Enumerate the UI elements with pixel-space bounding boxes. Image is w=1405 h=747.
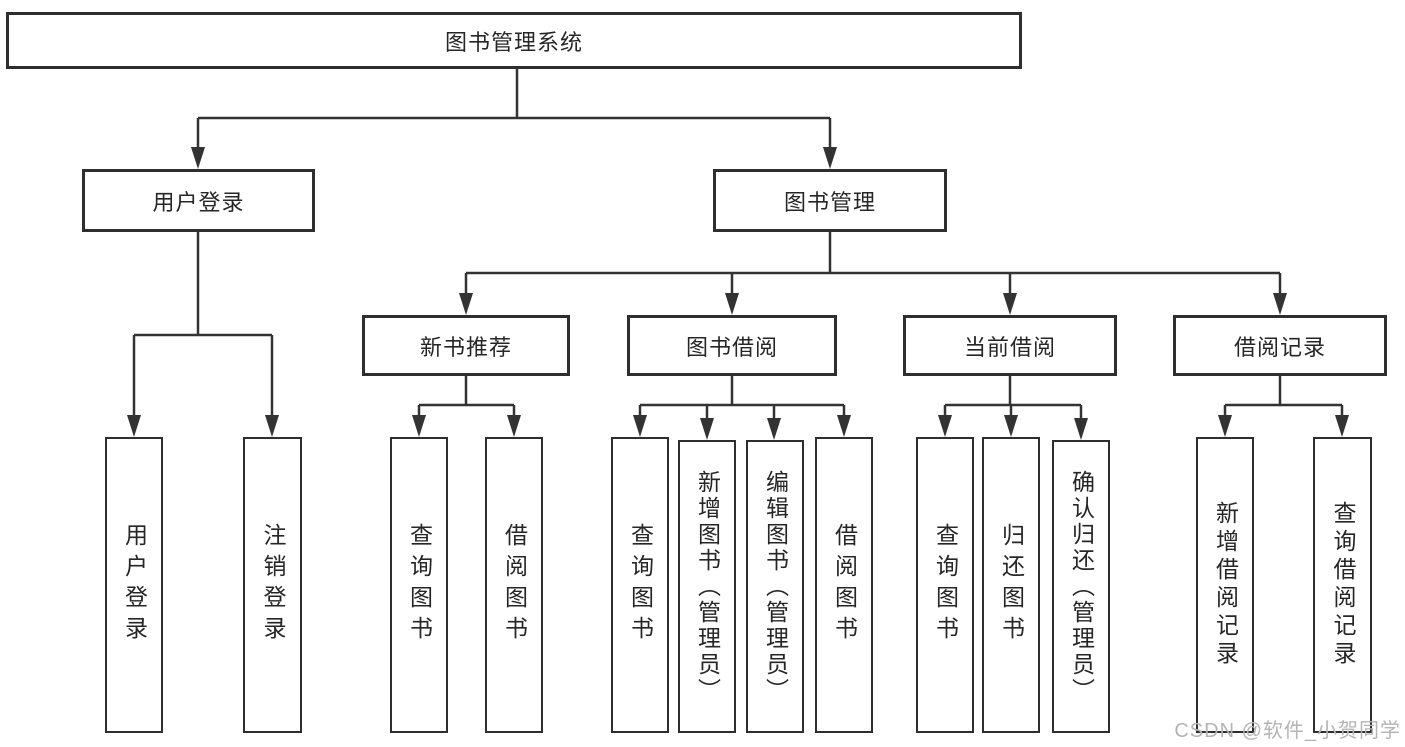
arrowhead-book-mgmt <box>823 147 837 169</box>
node-borrow-edit-books: 编辑图书（管理员） <box>746 440 804 733</box>
connector-new-book-rec-children <box>417 376 516 420</box>
node-cur-return-books: 归还图书 <box>982 437 1040 733</box>
node-borrow-query-books: 查询图书 <box>611 437 669 733</box>
node-logout-leaf: 注销登录 <box>243 437 302 733</box>
node-user-login: 用户登录 <box>82 169 315 232</box>
arrowhead-rec-borrow <box>507 415 521 437</box>
arrowhead-borrow-record <box>1273 293 1287 315</box>
node-login-leaf: 用户登录 <box>105 437 163 733</box>
node-rec-borrow-books: 借阅图书 <box>485 437 543 733</box>
arrowhead-cur-return <box>1004 415 1018 437</box>
connector-user-login-children <box>132 232 274 420</box>
node-record-query: 查询借阅记录 <box>1313 437 1372 733</box>
connector-book-mgmt-children <box>464 232 1282 298</box>
arrowhead-cur-confirm <box>1074 418 1088 440</box>
node-borrow-add-books: 新增图书（管理员） <box>678 440 736 733</box>
arrowhead-logout-leaf <box>265 415 279 437</box>
node-cur-confirm-return: 确认归还（管理员） <box>1052 440 1110 733</box>
node-record-add: 新增借阅记录 <box>1196 437 1254 733</box>
arrowhead-record-add <box>1218 415 1232 437</box>
arrowhead-cur-query <box>938 415 952 437</box>
arrowhead-rec-query <box>412 415 426 437</box>
arrowhead-borrow-borrow <box>837 415 851 437</box>
node-book-borrow: 图书借阅 <box>627 315 837 376</box>
arrowhead-record-query <box>1335 415 1349 437</box>
arrowhead-borrow-query <box>633 415 647 437</box>
arrowhead-user-login <box>191 147 205 169</box>
node-root: 图书管理系统 <box>6 12 1022 69</box>
arrowhead-borrow-edit <box>767 418 781 440</box>
connector-current-borrow-children <box>943 376 1083 422</box>
node-book-mgmt: 图书管理 <box>713 169 947 232</box>
arrowhead-login-leaf <box>127 415 141 437</box>
csdn-watermark: CSDN @软件_小贺同学 <box>1174 720 1401 742</box>
node-current-borrow: 当前借阅 <box>903 315 1117 376</box>
connector-borrow-record-children <box>1223 376 1344 420</box>
node-rec-query-books: 查询图书 <box>390 437 448 733</box>
arrowhead-book-borrow <box>725 293 739 315</box>
node-new-book-rec: 新书推荐 <box>362 315 570 376</box>
arrowhead-current-borrow <box>1003 293 1017 315</box>
arrowhead-borrow-add <box>700 418 714 440</box>
node-cur-query-books: 查询图书 <box>916 437 974 733</box>
node-borrow-borrow-books: 借阅图书 <box>815 437 873 733</box>
connector-book-borrow-children <box>638 376 846 422</box>
node-borrow-record: 借阅记录 <box>1173 315 1387 376</box>
arrowhead-new-book-rec <box>459 293 473 315</box>
connector-root-children <box>196 69 832 152</box>
